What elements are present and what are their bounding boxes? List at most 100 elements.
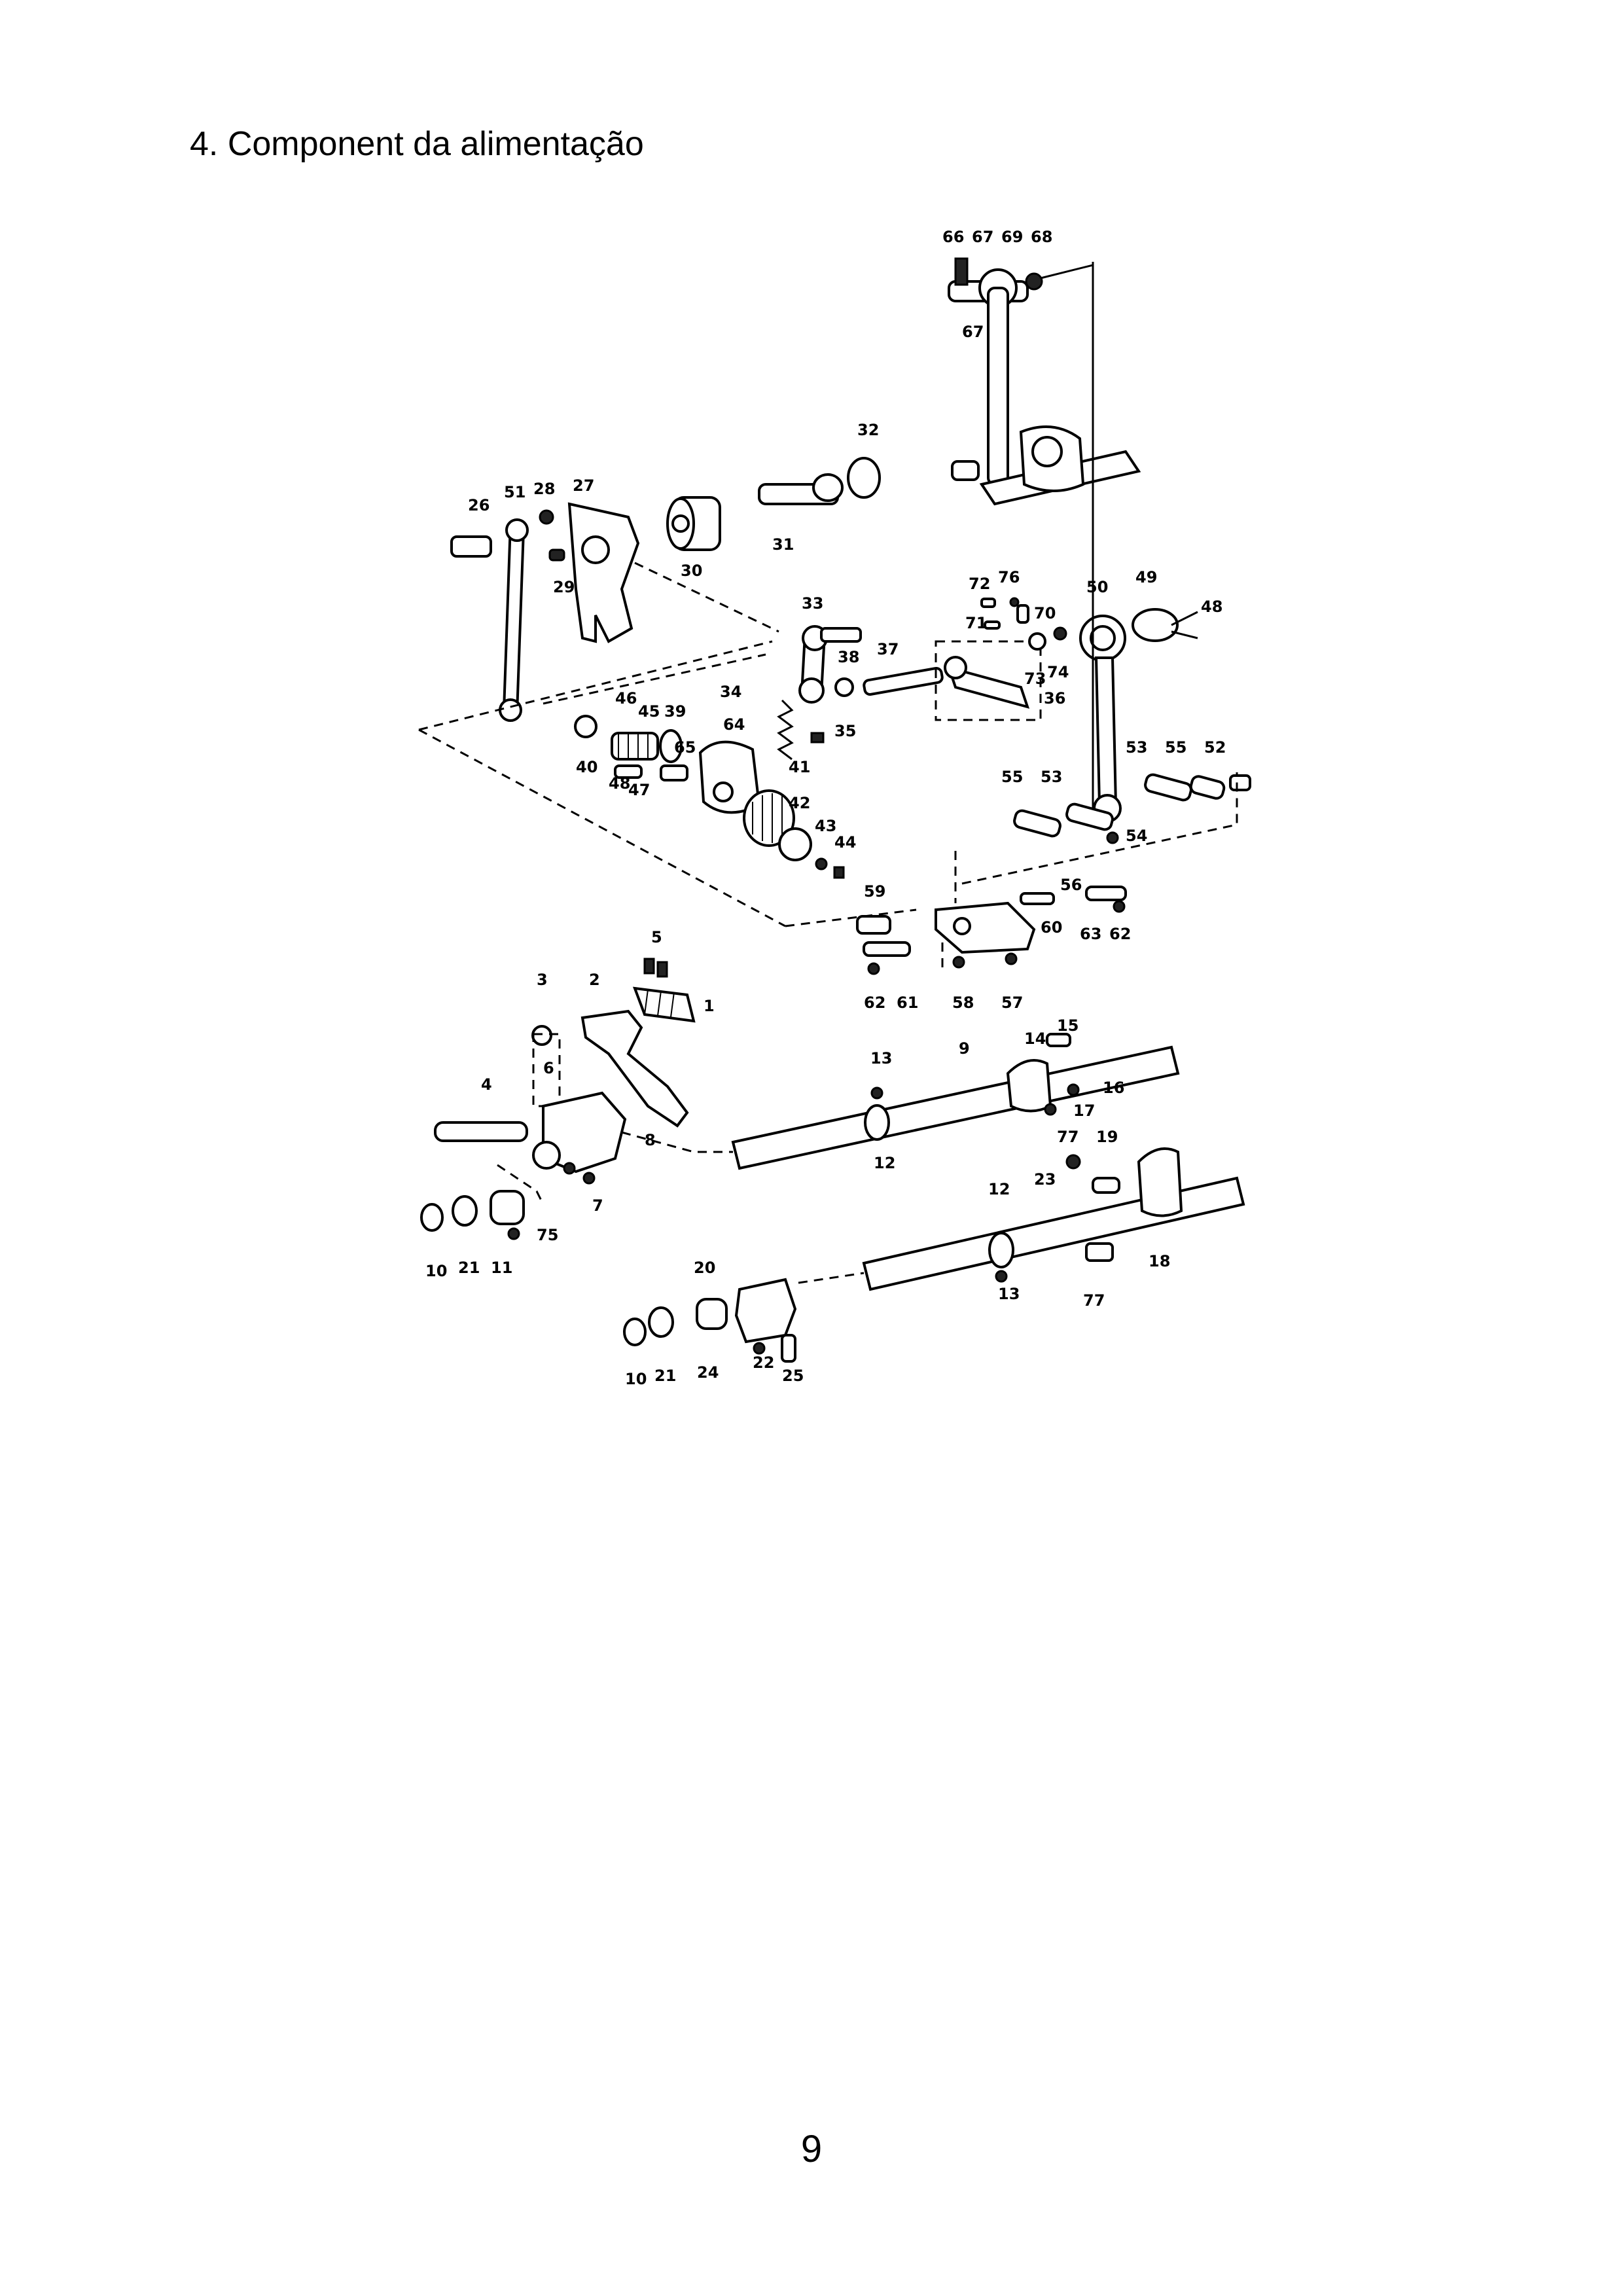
part-label-17: 17: [1073, 1102, 1095, 1120]
part-number-labels: 66 67 69 68 67 32 26 51 28 27 29 30 31 3…: [425, 228, 1226, 1388]
washer-42: [778, 827, 812, 861]
part-label-4: 4: [481, 1075, 492, 1094]
washer-73: [1028, 632, 1046, 651]
feed-dog-1: [632, 986, 696, 1023]
pin-48: [614, 764, 643, 779]
link-51: [502, 521, 526, 715]
link-50-bore: [1090, 625, 1116, 651]
bushing-group: [666, 457, 881, 551]
part-label-14: 14: [1024, 1030, 1046, 1048]
screw-54: [1106, 831, 1119, 844]
part-label-77: 77: [1057, 1128, 1079, 1146]
part-label-3: 3: [537, 971, 548, 989]
crank-18: [1137, 1147, 1183, 1217]
part-label-44: 44: [834, 833, 856, 852]
part-label-7: 7: [592, 1196, 603, 1215]
part-label-39: 39: [664, 702, 686, 721]
part-label-55: 55: [1165, 738, 1186, 757]
part-label-71: 71: [965, 614, 987, 632]
part-label-67-b: 67: [962, 323, 984, 341]
spring-34: [777, 699, 794, 761]
upper-screw: [954, 257, 969, 286]
left-lever-group: [450, 502, 640, 722]
part-label-43: 43: [815, 817, 836, 835]
washer-21: [452, 1195, 478, 1227]
screw-26: [450, 535, 492, 558]
part-label-32: 32: [857, 421, 879, 439]
nut-74: [1053, 626, 1067, 641]
link-51-bottom-hole: [499, 698, 522, 722]
part-label-62-b: 62: [864, 994, 885, 1012]
screw-5b: [656, 961, 668, 978]
bushing-30-bore: [671, 514, 690, 533]
part-label-53: 53: [1126, 738, 1147, 757]
screws-48: [1171, 611, 1198, 639]
part-label-60: 60: [1041, 918, 1062, 937]
part-label-48: 48: [1201, 598, 1222, 616]
pin-63: [1085, 886, 1127, 901]
part-label-22: 22: [753, 1354, 774, 1372]
part-label-15: 15: [1057, 1016, 1079, 1035]
vertical-rod: [987, 287, 1009, 486]
washer-21-lower: [648, 1306, 674, 1338]
rock-frame-hole: [532, 1141, 561, 1170]
part-label-21: 21: [458, 1259, 480, 1277]
part-label-75: 75: [537, 1226, 558, 1244]
part-label-41: 41: [789, 758, 810, 776]
top-link-assembly: [948, 257, 1094, 504]
feed-bar-2: [580, 1009, 689, 1128]
part-label-49: 49: [1135, 568, 1157, 586]
part-label-58: 58: [952, 994, 974, 1012]
part-label-47: 47: [628, 781, 650, 799]
part-label-2: 2: [589, 971, 600, 989]
part-label-10-b: 10: [625, 1370, 647, 1388]
feed-bar-hub: [944, 656, 967, 679]
part-label-5: 5: [651, 928, 662, 946]
pin-72: [980, 598, 996, 608]
pin-19: [1092, 1177, 1120, 1194]
part-label-20: 20: [694, 1259, 715, 1277]
part-label-30: 30: [681, 562, 702, 580]
part-label-65: 65: [674, 738, 696, 757]
screw-25: [781, 1334, 796, 1363]
part-label-42: 42: [789, 794, 810, 812]
part-label-66: 66: [942, 228, 964, 246]
main-shaft-assembly: [621, 1033, 1180, 1170]
pin-55-right: [1189, 775, 1226, 800]
part-label-25: 25: [782, 1367, 804, 1385]
small-pin: [951, 460, 980, 481]
part-label-9: 9: [959, 1039, 970, 1058]
ring-40: [574, 715, 597, 738]
block-60: [935, 901, 1036, 954]
part-label-51: 51: [504, 483, 526, 501]
lever-27-hub: [581, 535, 610, 564]
pin-53-left: [1065, 802, 1114, 831]
part-label-21-b: 21: [654, 1367, 676, 1385]
part-label-13-b: 13: [998, 1285, 1020, 1303]
part-label-72: 72: [969, 575, 990, 593]
screw-5a: [643, 958, 655, 975]
part-label-63: 63: [1080, 925, 1101, 943]
part-label-70: 70: [1034, 604, 1056, 622]
screw-62: [867, 962, 880, 975]
block-bore: [1031, 436, 1063, 467]
part-label-16: 16: [1103, 1079, 1124, 1097]
part-label-26: 26: [468, 496, 490, 514]
screw-17: [1044, 1103, 1057, 1116]
pin-15: [1046, 1033, 1071, 1047]
screw-44: [833, 866, 845, 879]
part-label-62: 62: [1109, 925, 1131, 943]
part-label-37: 37: [877, 640, 899, 658]
link-50: [1094, 656, 1118, 806]
part-label-13: 13: [870, 1049, 892, 1067]
part-label-11: 11: [491, 1259, 512, 1277]
small-parts-72-76: [980, 597, 1067, 651]
block-60-hole: [953, 917, 971, 935]
set-screw-77: [1085, 1242, 1114, 1262]
part-label-67: 67: [972, 228, 993, 246]
bracket-64-hole: [713, 781, 734, 802]
washer-3: [531, 1025, 552, 1046]
screw-16: [1067, 1083, 1080, 1096]
center-left-group: [574, 715, 845, 879]
screw-57: [1005, 952, 1018, 965]
